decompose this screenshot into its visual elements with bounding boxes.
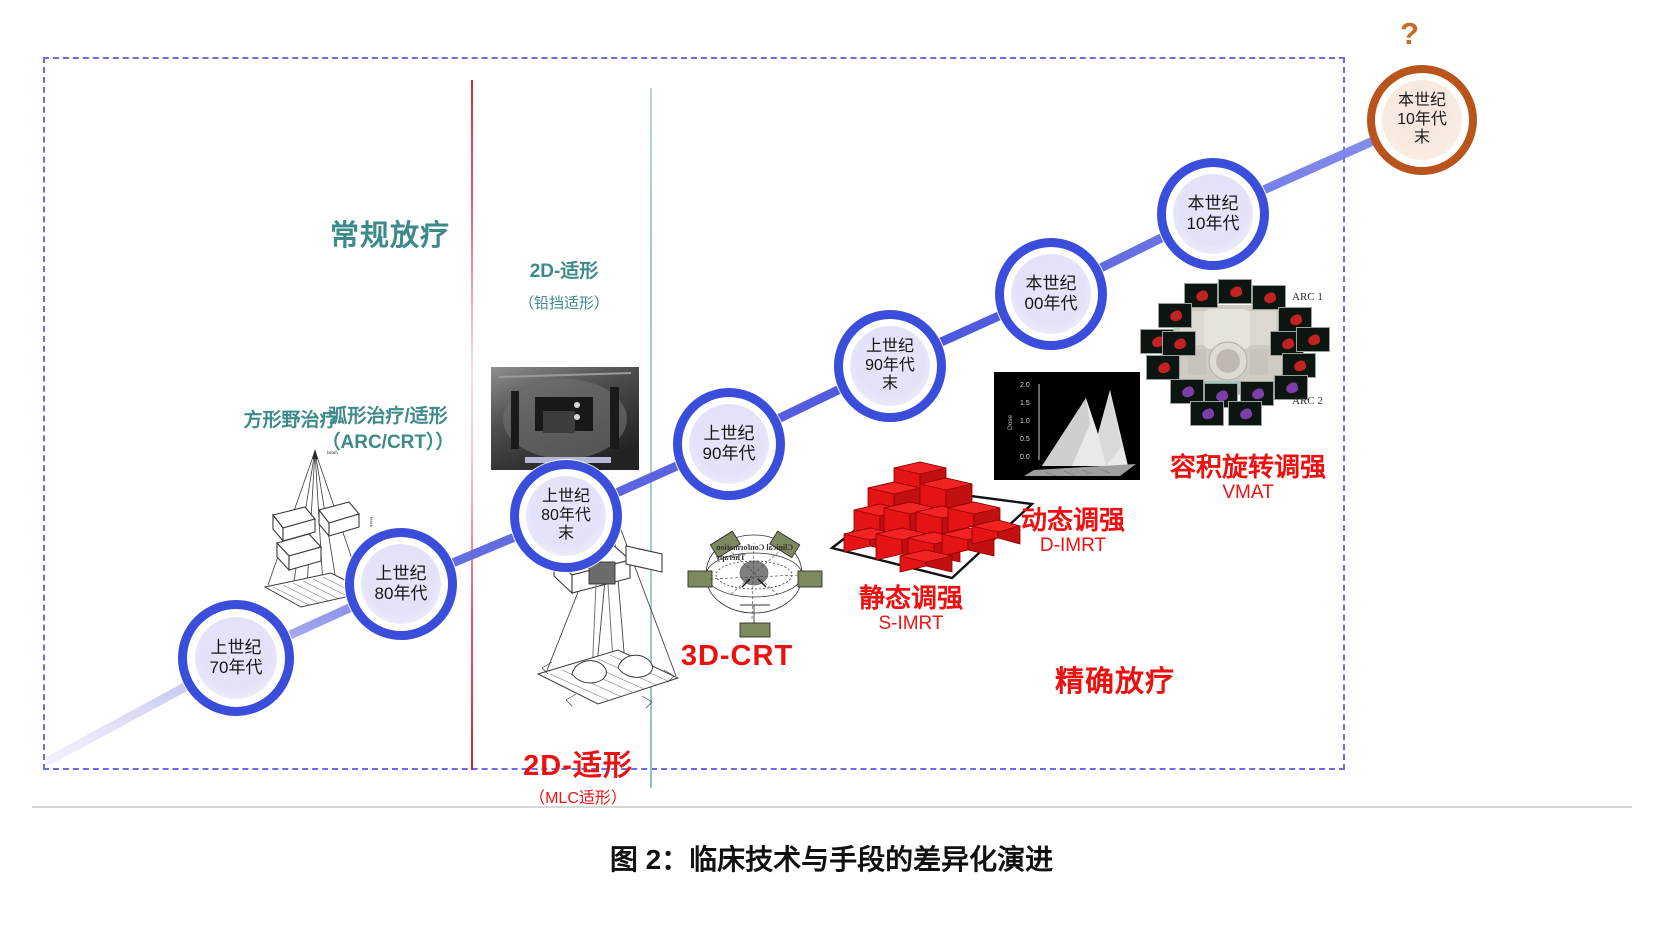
milestone-node-late-1990s[interactable]: 上世纪 90年代 末 bbox=[834, 310, 946, 422]
era-label-conventional: 常规放疗 bbox=[329, 220, 451, 252]
divider-red-rule bbox=[471, 80, 473, 770]
illustration-3dcrt-caption-mirrored: Clinical Conformation Therapy bbox=[716, 543, 794, 562]
node-line: 80年代 bbox=[541, 506, 591, 524]
node-line: 90年代 bbox=[865, 356, 915, 374]
svg-text:0.5: 0.5 bbox=[1020, 436, 1030, 443]
illustration-lead-block-photo bbox=[491, 367, 639, 470]
svg-text:1.5: 1.5 bbox=[1020, 400, 1030, 407]
vmat-dose-tile bbox=[1282, 353, 1316, 378]
svg-text:beam: beam bbox=[327, 451, 338, 456]
vmat-dose-tile bbox=[1296, 327, 1330, 352]
node-line: 末 bbox=[881, 375, 898, 393]
vmat-dose-tile bbox=[1228, 401, 1262, 426]
milestone-node-2000s[interactable]: 本世纪 00年代 bbox=[995, 238, 1107, 350]
svg-text:Dose: Dose bbox=[1007, 414, 1014, 430]
technique-sublabel-vmat: VMAT bbox=[1222, 482, 1274, 503]
milestone-node-late-2010s[interactable]: 本世纪 10年代 末 bbox=[1367, 65, 1477, 175]
technique-label-2d-mlc: 2D-适形 bbox=[523, 750, 633, 782]
illustration-3dcrt bbox=[687, 530, 823, 638]
node-line: 本世纪 bbox=[1397, 92, 1446, 110]
svg-text:2.0: 2.0 bbox=[1020, 382, 1030, 389]
node-line: 10年代 bbox=[1186, 214, 1240, 233]
vmat-dose-tile bbox=[1218, 279, 1252, 304]
illustration-vmat-arcs: ARC 1 ARC 2 bbox=[1140, 279, 1335, 428]
figure-caption: 图 2：临床技术与手段的差异化演进 bbox=[609, 844, 1054, 875]
node-line: 本世纪 bbox=[1187, 194, 1239, 214]
technique-label-arc-crt: 弧形治疗/适形 bbox=[328, 406, 448, 427]
node-line: 上世纪 bbox=[865, 338, 914, 356]
vmat-dose-tile bbox=[1162, 331, 1196, 356]
illustration-square-field: beam block block bbox=[263, 449, 374, 608]
vmat-arc2-label: ARC 2 bbox=[1292, 395, 1323, 407]
milestone-node-2010s[interactable]: 本世纪 10年代 bbox=[1157, 158, 1269, 270]
vmat-dose-tile bbox=[1190, 401, 1224, 426]
era-label-precision: 精确放疗 bbox=[1054, 666, 1176, 698]
vmat-dose-tile bbox=[1252, 285, 1286, 310]
illustration-d-imrt-plot: 2.0 1.5 1.0 0.5 0.0 Dose bbox=[994, 372, 1140, 480]
technique-sublabel-2d-conformal: （铅挡适形） bbox=[518, 295, 610, 312]
node-line: 70年代 bbox=[209, 658, 263, 677]
node-line: 上世纪 bbox=[703, 424, 755, 444]
technique-label-2d-conformal: 2D-适形 bbox=[529, 261, 599, 282]
technique-label-3d-crt: 3D-CRT bbox=[680, 640, 794, 672]
footer-divider bbox=[32, 806, 1632, 808]
technique-sublabel-d-imrt: D-IMRT bbox=[1039, 535, 1107, 556]
svg-text:block: block bbox=[369, 517, 374, 528]
technique-label-vmat: 容积旋转调强 bbox=[1169, 452, 1327, 482]
technique-label-d-imrt: 动态调强 bbox=[1020, 505, 1126, 535]
illustration-s-imrt-cubes bbox=[829, 461, 1035, 580]
node-line: 本世纪 bbox=[1025, 274, 1077, 294]
vmat-dose-tile bbox=[1146, 355, 1180, 380]
technique-sublabel-2d-mlc: （MLC适形） bbox=[529, 790, 627, 807]
node-line: 末 bbox=[1413, 129, 1430, 147]
vmat-dose-tile bbox=[1158, 303, 1192, 328]
node-line: 上世纪 bbox=[210, 638, 262, 658]
milestone-node-1980s[interactable]: 上世纪 80年代 bbox=[345, 528, 457, 640]
future-question-mark: ? bbox=[1400, 16, 1419, 51]
vmat-arc1-label: ARC 1 bbox=[1292, 291, 1323, 303]
node-line: 上世纪 bbox=[541, 488, 590, 506]
milestone-node-1990s[interactable]: 上世纪 90年代 bbox=[673, 388, 785, 500]
milestone-node-late-1980s[interactable]: 上世纪 80年代 末 bbox=[510, 460, 622, 572]
svg-text:1.0: 1.0 bbox=[1020, 418, 1030, 425]
technique-label-s-imrt: 静态调强 bbox=[858, 583, 964, 613]
node-line: 90年代 bbox=[702, 444, 756, 463]
node-line: 80年代 bbox=[374, 584, 428, 603]
node-line: 末 bbox=[557, 525, 574, 543]
vmat-dose-tile bbox=[1170, 379, 1204, 404]
vmat-dose-tile bbox=[1274, 375, 1308, 400]
node-line: 10年代 bbox=[1397, 110, 1447, 128]
node-line: 上世纪 bbox=[375, 564, 427, 584]
technique-label-square-field: 方形野治疗 bbox=[243, 410, 339, 431]
technique-sublabel-s-imrt: S-IMRT bbox=[878, 613, 944, 634]
milestone-node-1970s[interactable]: 上世纪 70年代 bbox=[178, 600, 294, 716]
node-line: 00年代 bbox=[1024, 294, 1078, 313]
technique-sublabel-arc-crt: （ARC/CRT）） bbox=[321, 432, 455, 453]
svg-text:0.0: 0.0 bbox=[1020, 454, 1030, 461]
